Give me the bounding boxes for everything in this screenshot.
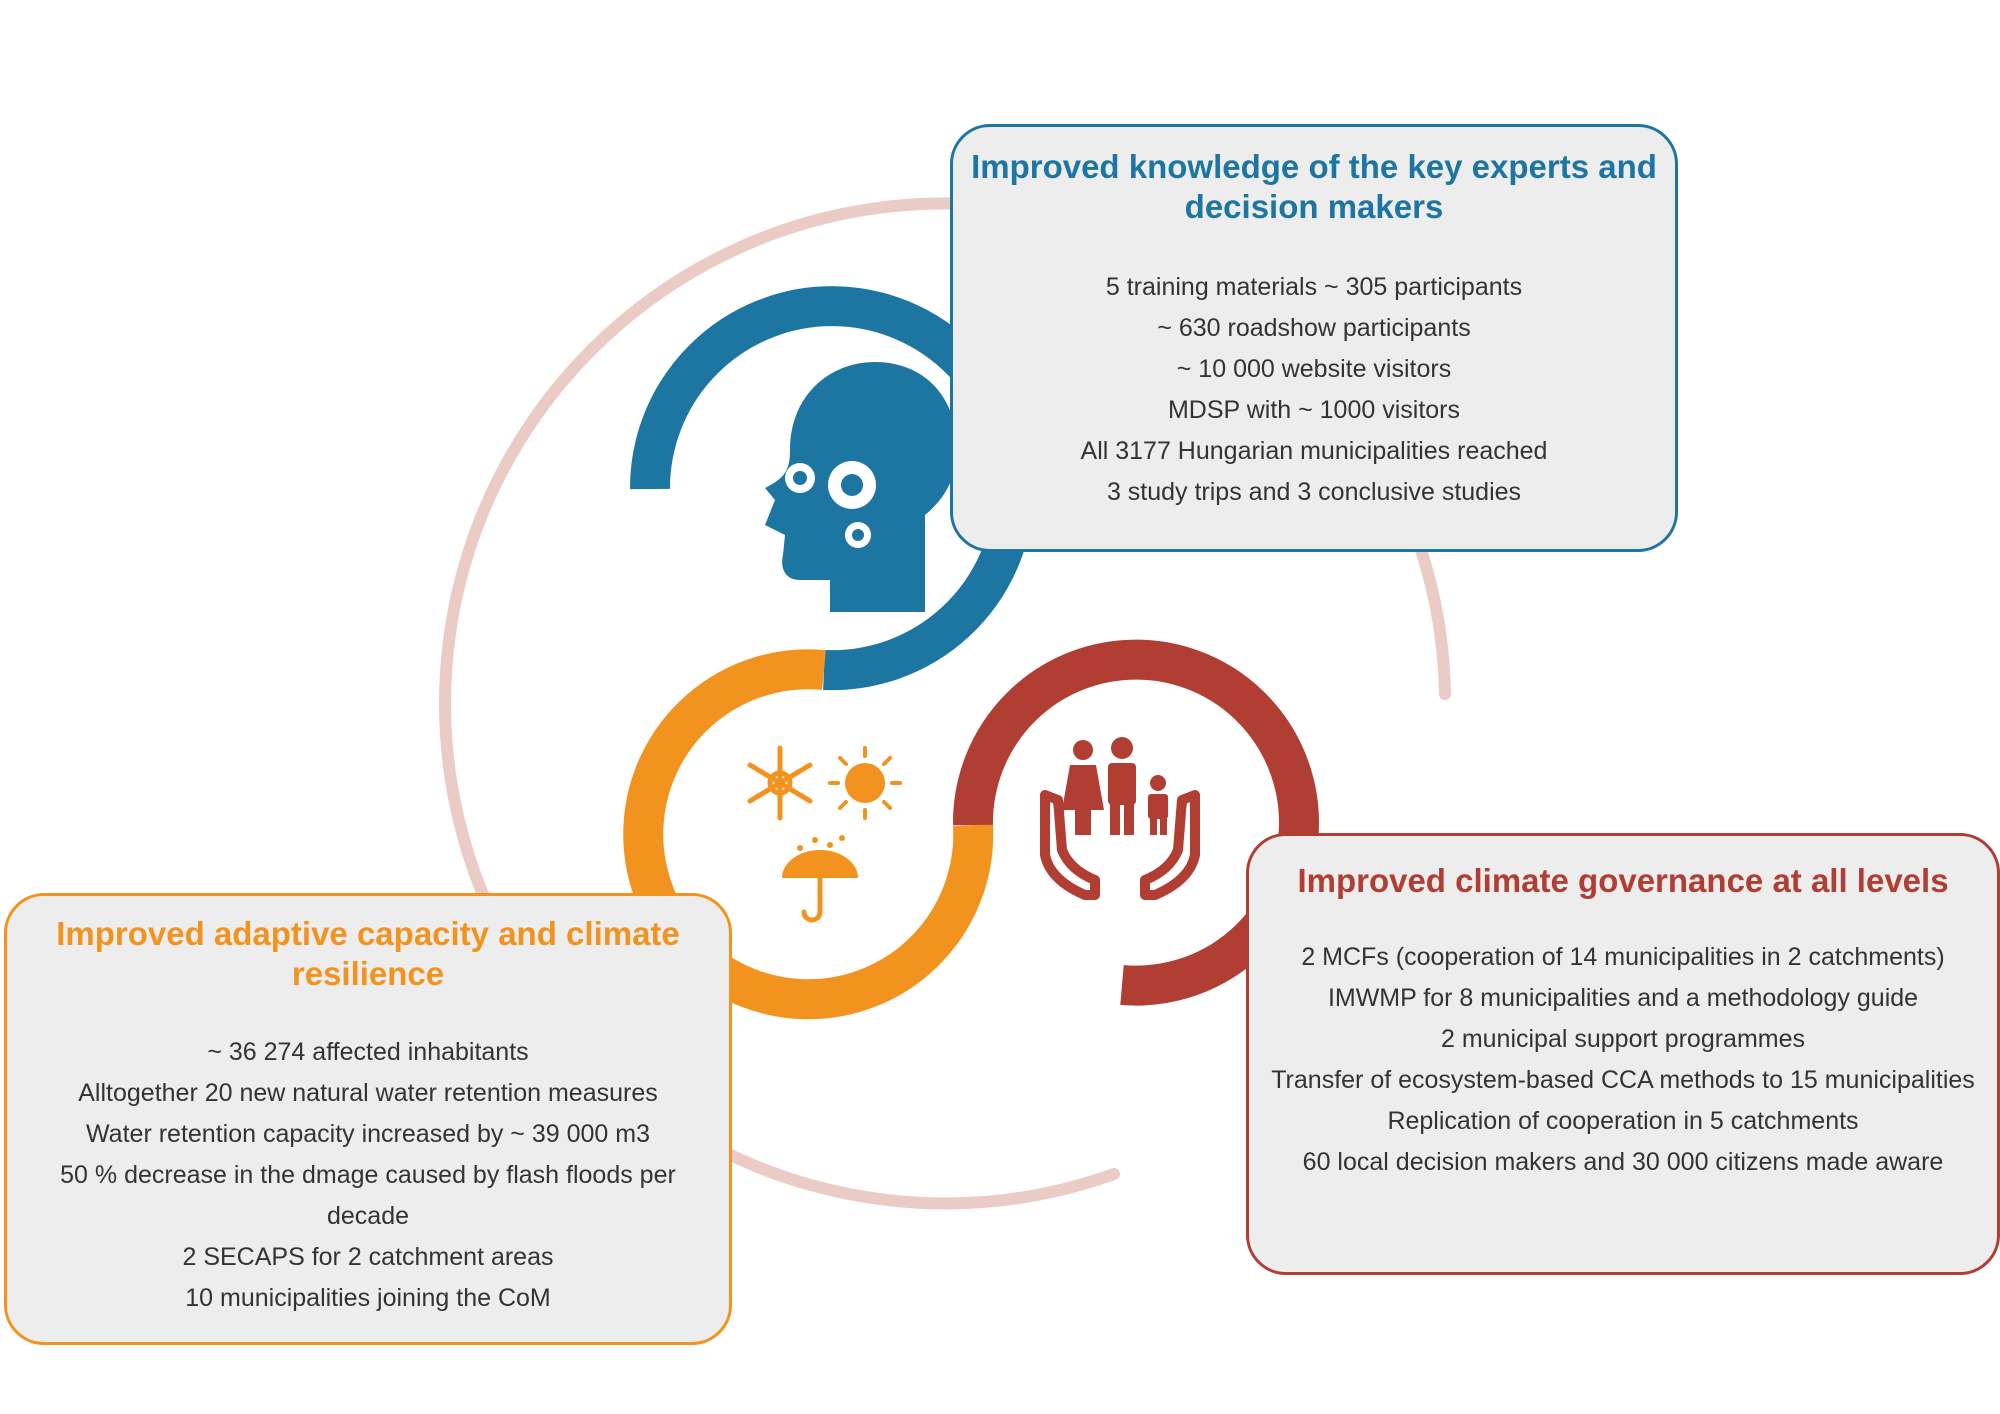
list-item: Alltogether 20 new natural water retenti… — [78, 1079, 658, 1107]
list-item: All 3177 Hungarian municipalities reache… — [1080, 437, 1548, 465]
list-item: 50 % decrease in the dmage caused by fla… — [60, 1161, 676, 1230]
adaptive-title: Improved adaptive capacity and climate r… — [56, 915, 680, 992]
family-in-hands-icon — [1040, 737, 1200, 900]
list-item: 2 municipal support programmes — [1440, 1025, 1806, 1053]
knowledge-list: 5 training materials ~ 305 participants … — [963, 267, 1665, 513]
list-item: 3 study trips and 3 conclusive studies — [1106, 478, 1522, 506]
list-item: Water retention capacity increased by ~ … — [86, 1120, 650, 1148]
knowledge-card: Improved knowledge of the key experts an… — [950, 124, 1678, 552]
list-item: 2 SECAPS for 2 catchment areas — [182, 1243, 554, 1271]
governance-title: Improved climate governance at all level… — [1297, 862, 1949, 899]
snowflake-icon — [747, 745, 813, 821]
list-item: ~ 630 roadshow participants — [1157, 314, 1471, 342]
knowledge-title: Improved knowledge of the key experts an… — [971, 148, 1657, 225]
weather-icon — [747, 745, 902, 923]
list-item: 5 training materials ~ 305 participants — [1105, 273, 1523, 301]
umbrella-icon — [782, 835, 858, 923]
head-with-gears-icon — [765, 362, 957, 612]
list-item: MDSP with ~ 1000 visitors — [1167, 396, 1461, 424]
list-item: 60 local decision makers and 30 000 citi… — [1302, 1148, 1944, 1176]
list-item: IMWMP for 8 municipalities and a methodo… — [1327, 984, 1919, 1012]
governance-segment-arc — [952, 639, 1319, 1006]
list-item: 10 municipalities joining the CoM — [185, 1284, 551, 1312]
governance-list: 2 MCFs (cooperation of 14 municipalities… — [1259, 937, 1987, 1183]
adaptive-list: ~ 36 274 affected inhabitants Alltogethe… — [17, 1032, 719, 1319]
governance-card: Improved climate governance at all level… — [1246, 833, 2000, 1275]
list-item: Replication of cooperation in 5 catchmen… — [1387, 1107, 1859, 1135]
list-item: 2 MCFs (cooperation of 14 municipalities… — [1301, 943, 1945, 971]
list-item: ~ 36 274 affected inhabitants — [207, 1038, 529, 1066]
list-item: Transfer of ecosystem-based CCA methods … — [1271, 1066, 1975, 1094]
sun-icon — [828, 746, 902, 820]
adaptive-card: Improved adaptive capacity and climate r… — [4, 893, 732, 1345]
list-item: ~ 10 000 website visitors — [1176, 355, 1452, 383]
